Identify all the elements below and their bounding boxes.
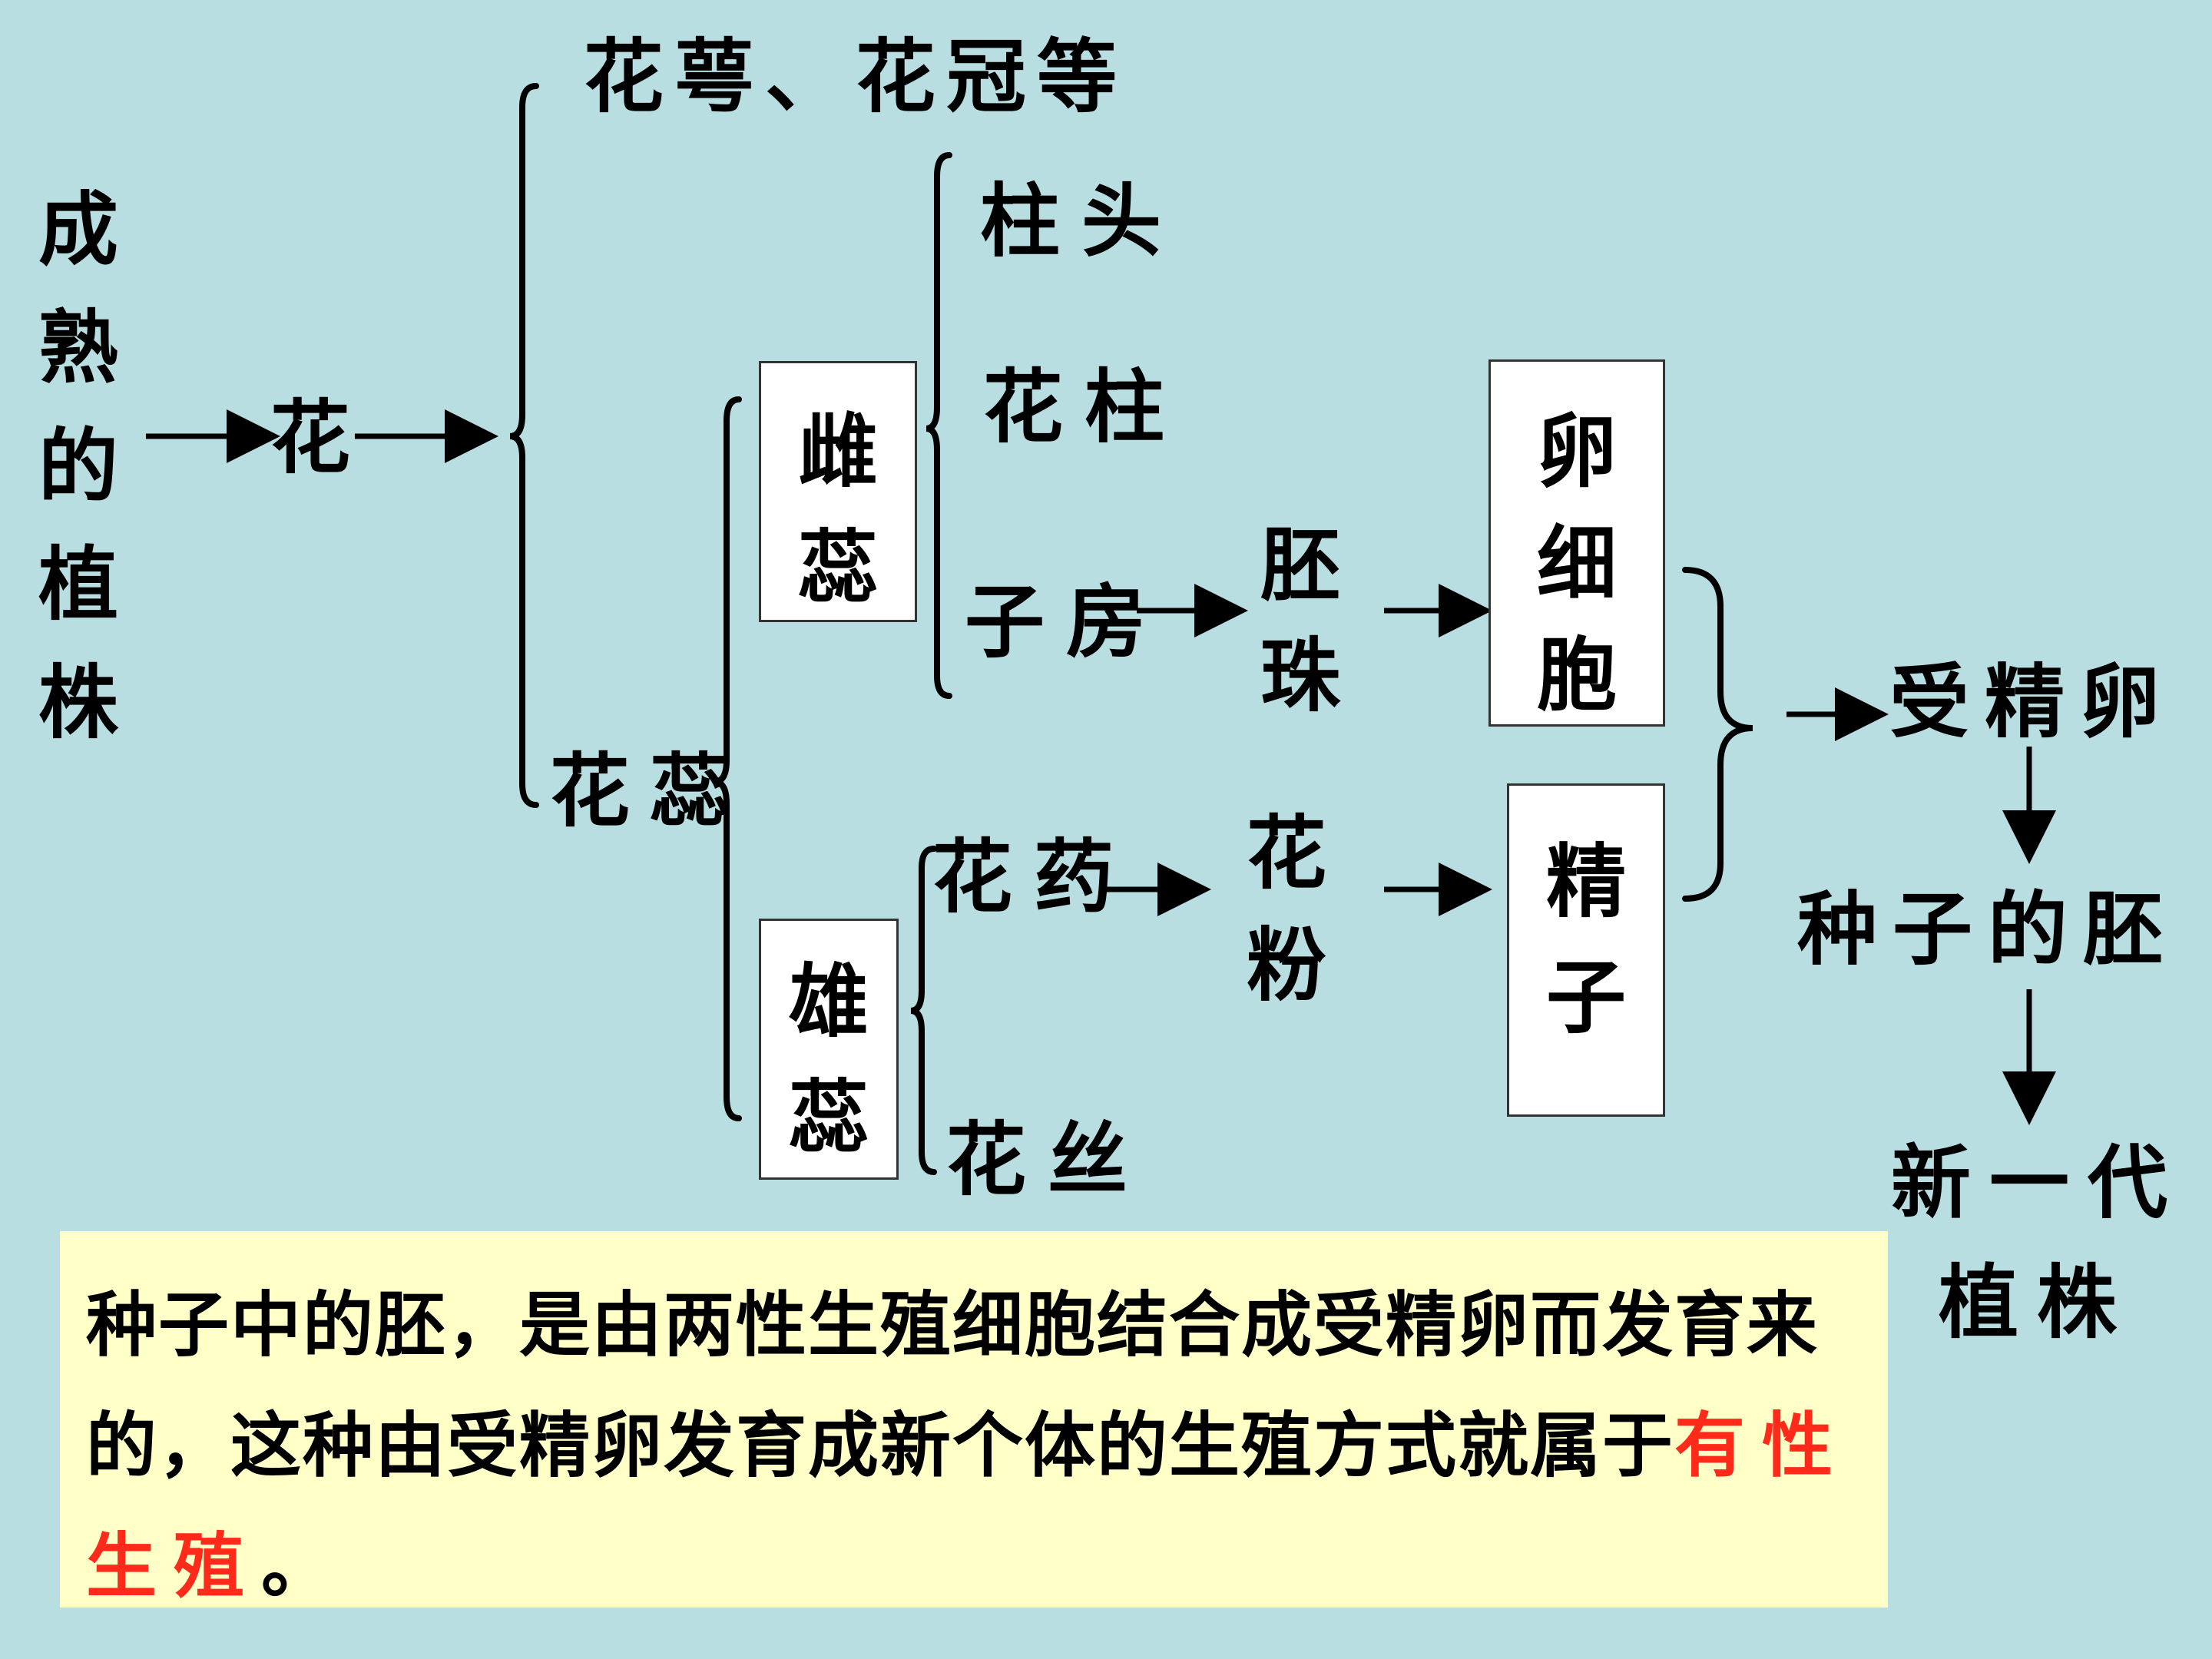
mature-plant-label: 成熟的植株: [38, 182, 118, 750]
ovary-label: 子房: [965, 575, 1168, 669]
pistil-label: 雌蕊: [797, 404, 878, 614]
ovule-label: 胚珠: [1260, 518, 1340, 723]
stamen-label: 雄蕊: [788, 954, 869, 1164]
sexual-reproduction-highlight: 有性生殖: [86, 1404, 1850, 1608]
summary-text: 种子中的胚，是由两性生殖细胞结合成受精卵而发育来的，这种由受精卵发育成新个体的生…: [86, 1265, 1854, 1627]
pistil-box: 雌蕊: [759, 361, 917, 622]
brace-pistil-parts: [926, 152, 952, 699]
brace-stamen-pistil: [714, 396, 742, 1121]
stamen-pistil-label: 花蕊: [550, 743, 750, 838]
anther-label: 花药: [932, 830, 1136, 924]
new-plant-label-1: 新一代: [1891, 1135, 2187, 1230]
brace-flower-parts: [509, 83, 539, 808]
summary-note: 种子中的胚，是由两性生殖细胞结合成受精卵而发育来的，这种由受精卵发育成新个体的生…: [60, 1231, 1888, 1608]
summary-text-end: 。: [261, 1525, 334, 1608]
egg-cell-label: 卵细胞: [1536, 404, 1617, 723]
brace-fertilization: [1682, 567, 1753, 902]
sperm-label: 精子: [1545, 834, 1626, 1045]
seed-embryo-label: 种子的胚: [1797, 882, 2179, 976]
stamen-box: 雄蕊: [759, 919, 899, 1180]
new-plant-label-2: 植株: [1939, 1255, 2136, 1349]
egg-cell-box: 卵细胞: [1488, 359, 1665, 727]
style-label: 花柱: [983, 359, 1187, 454]
sepal-petal-label: 花萼、花冠等: [584, 29, 1128, 124]
pollen-label: 花粉: [1246, 806, 1326, 1012]
stigma-label: 柱头: [980, 174, 1184, 268]
filament-label: 花丝: [946, 1112, 1150, 1207]
zygote-label: 受精卵: [1889, 654, 2176, 749]
flower-label: 花: [270, 390, 351, 485]
sperm-box: 精子: [1507, 783, 1665, 1117]
summary-text-main: 种子中的胚，是由两性生殖细胞结合成受精卵而发育来的，这种由受精卵发育成新个体的生…: [86, 1283, 1820, 1487]
brace-stamen-parts: [910, 846, 937, 1175]
